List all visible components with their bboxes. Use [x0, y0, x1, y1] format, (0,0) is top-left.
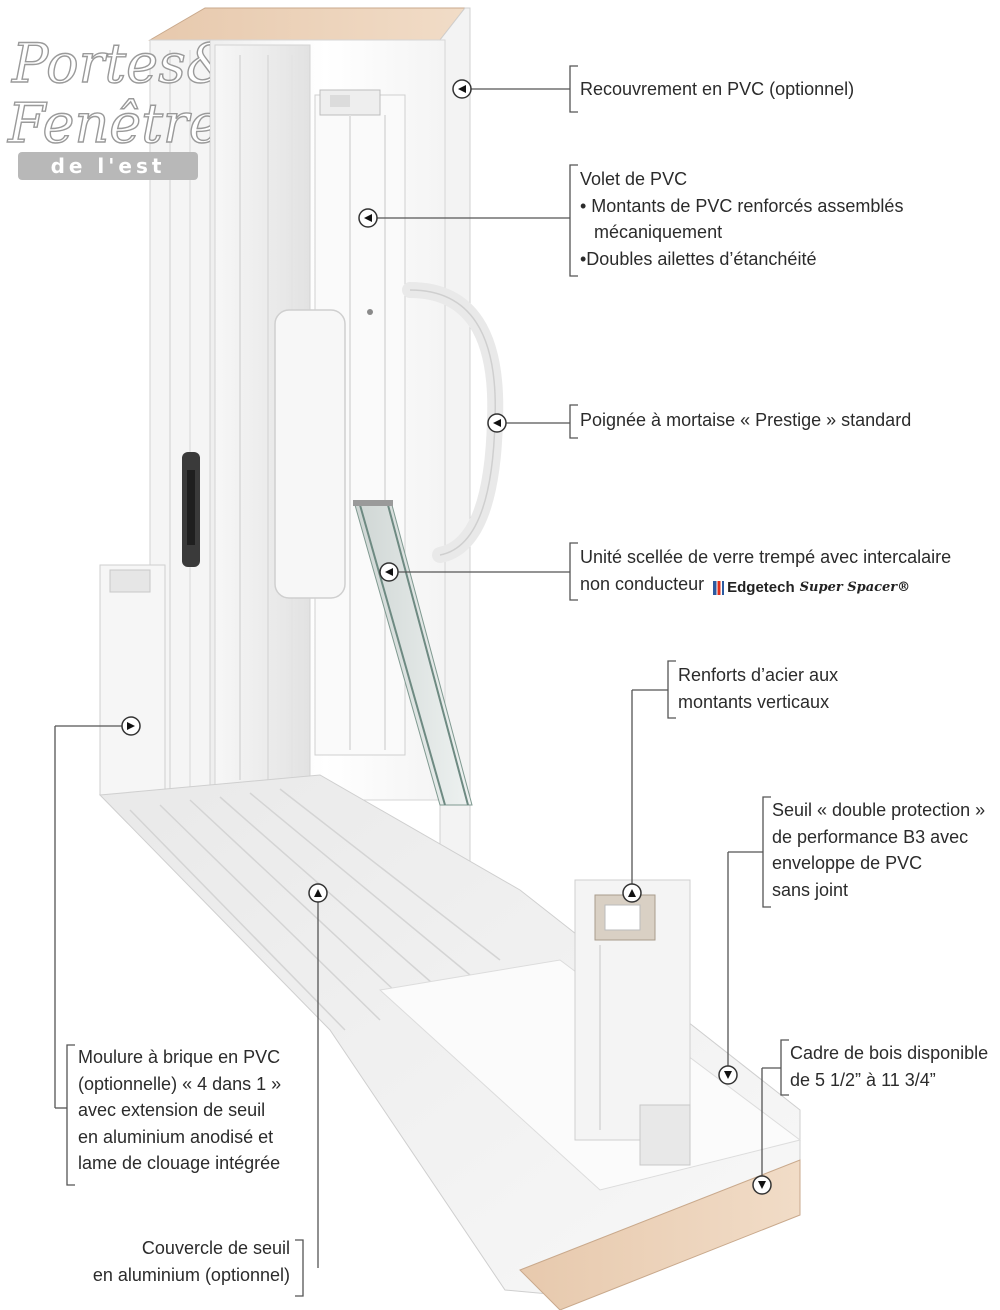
label-unite: Unité scellée de verre trempé avec inter…	[580, 544, 951, 597]
pointer-moulure	[121, 716, 141, 736]
pointer-renforts	[622, 883, 642, 903]
label-volet-line1: • Montants de PVC renforcés assemblés	[580, 195, 904, 216]
label-moulure-line1: Moulure à brique en PVC	[78, 1047, 281, 1067]
label-cadre-line2: de 5 1/2” à 11 3/4”	[790, 1069, 936, 1090]
label-couvercle-line1: Couvercle de seuil	[141, 1238, 290, 1258]
label-unite-line2: non conducteur	[580, 573, 705, 594]
label-volet-line2: mécaniquement	[594, 222, 723, 242]
label-seuil-line1: Seuil « double protection »	[772, 800, 986, 820]
label-moulure-line3: avec extension de seuil	[78, 1100, 266, 1120]
pointer-cadre	[752, 1175, 772, 1195]
label-moulure-line5: lame de clouage intégrée	[78, 1153, 281, 1173]
label-cadre: Cadre de bois disponible de 5 1/2” à 11 …	[790, 1040, 988, 1093]
edgetech-brand-script: Super Spacer®	[799, 579, 911, 595]
edgetech-logo-icon	[713, 581, 725, 595]
edgetech-brand-main: Edgetech	[727, 578, 795, 596]
wood-frame-bottom	[519, 1159, 801, 1310]
label-unite-line1: Unité scellée de verre trempé avec inter…	[580, 547, 952, 567]
label-moulure: Moulure à brique en PVC (optionnelle) « …	[78, 1044, 281, 1177]
label-volet: Volet de PVC • Montants de PVC renforcés…	[580, 166, 903, 272]
company-logo: Portes& Fenêtres de l'est	[6, 31, 210, 180]
label-seuil-line4: sans joint	[772, 879, 849, 900]
leader-lines	[54, 88, 781, 1268]
label-renforts: Renforts d’acier aux montants verticaux	[678, 662, 838, 715]
logo-line2: Fenêtres	[7, 92, 210, 155]
pointer-poignee	[487, 413, 507, 433]
label-recouvrement: Recouvrement en PVC (optionnel)	[580, 76, 854, 103]
brick-mould	[99, 564, 166, 796]
label-poignee-text: Poignée à mortaise « Prestige » standard	[580, 410, 912, 430]
label-cadre-line1: Cadre de bois disponible	[790, 1043, 989, 1063]
pointer-recouvrement	[452, 79, 472, 99]
pointer-unite	[379, 562, 399, 582]
label-renforts-line2: montants verticaux	[678, 691, 830, 712]
label-unite-line2-wrap: non conducteur Edgetech Super Spacer®	[580, 571, 951, 598]
label-seuil-line2: de performance B3 avec	[772, 826, 969, 847]
label-volet-line3: •Doubles ailettes d’étanchéité	[580, 248, 817, 269]
edgetech-brand: Edgetech Super Spacer®	[713, 574, 910, 596]
pointer-couvercle	[308, 883, 328, 903]
label-recouvrement-text: Recouvrement en PVC (optionnel)	[580, 79, 855, 99]
bracket-marks	[66, 65, 789, 1297]
pointer-markers	[121, 79, 772, 1195]
label-seuil-line3: enveloppe de PVC	[772, 853, 923, 873]
label-renforts-line1: Renforts d’acier aux	[678, 665, 839, 685]
label-poignee: Poignée à mortaise « Prestige » standard	[580, 407, 911, 434]
pointer-seuil	[718, 1065, 738, 1085]
label-couvercle-line2: en aluminium (optionnel)	[92, 1264, 290, 1285]
handle-plate	[274, 309, 346, 599]
pointer-volet	[358, 208, 378, 228]
label-volet-title: Volet de PVC	[580, 169, 688, 189]
label-moulure-line4: en aluminium anodisé et	[78, 1126, 274, 1147]
label-moulure-line2: (optionnelle) « 4 dans 1 »	[78, 1073, 282, 1094]
label-seuil: Seuil « double protection » de performan…	[772, 797, 985, 903]
logo-line3: de l'est	[51, 154, 166, 178]
logo-line1: Portes&	[11, 32, 210, 95]
label-couvercle: Couvercle de seuil en aluminium (optionn…	[93, 1235, 290, 1288]
